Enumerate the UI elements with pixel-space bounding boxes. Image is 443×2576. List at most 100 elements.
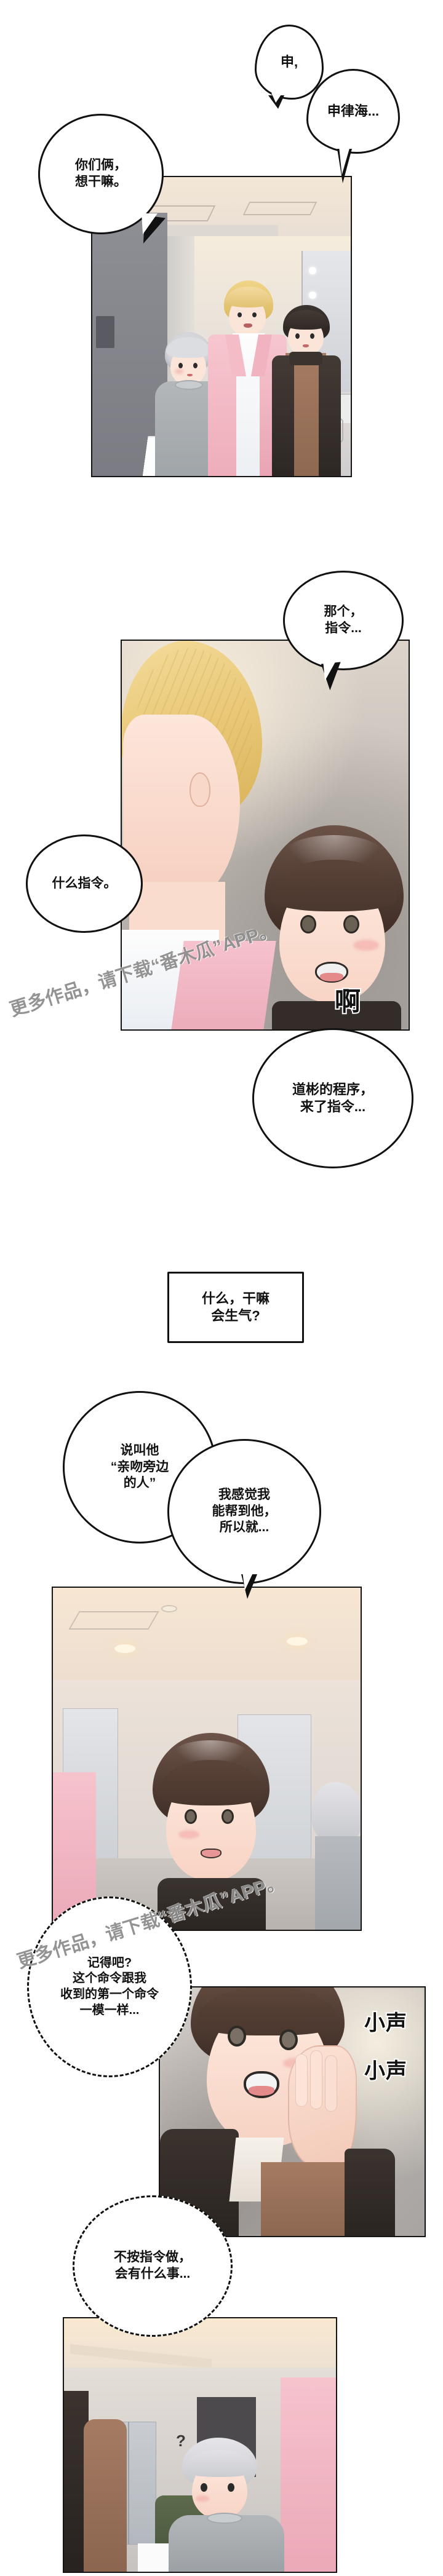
- figure-white-hair-edge: [311, 1782, 361, 1930]
- question-mark-text: ?: [176, 2431, 186, 2450]
- thought-bubble-what-happens: 不按指令做， 会有什么事...: [73, 2195, 233, 2337]
- tongue: [320, 973, 343, 981]
- blond-ear: [190, 772, 210, 807]
- salon-ceiling-light-3: [287, 1637, 308, 1646]
- sfx-whisper-1: 小声: [363, 2006, 408, 2036]
- speech-bubble-what-command-text: 什么指令。: [52, 876, 117, 890]
- face-blond-closeup: [123, 715, 240, 899]
- brownhair-salon-body: [158, 1878, 266, 1930]
- speech-bubble-that-command: 那个， 指令...: [283, 571, 404, 670]
- narration-box-angry-text: 什么，干嘛 会生气?: [201, 1290, 269, 1323]
- speech-bubble-daobin-program-text: 道彬的程序， 来了指令...: [292, 1081, 373, 1114]
- mouth-open-closeup: [315, 962, 348, 983]
- panel-hand-on-cheek: [159, 1986, 426, 2237]
- eye-left-closeup: [300, 915, 316, 933]
- mirror-bulb-1: [309, 267, 316, 274]
- blush-closeup: [353, 940, 379, 951]
- blond-fringe: [225, 287, 272, 307]
- vest-collar: [289, 352, 322, 365]
- white-hair-fringe: [166, 337, 210, 358]
- brown-sleeve-edge: [84, 2419, 127, 2572]
- speech-bubble-you-two-text: 你们俩， 想干嘛。: [75, 158, 127, 189]
- cheek-tongue: [249, 2086, 274, 2096]
- dark-fringe: [284, 310, 329, 330]
- speech-bubble-shen: 申,: [255, 25, 324, 100]
- finger-3: [325, 2055, 337, 2112]
- eye-right-closeup: [343, 915, 359, 933]
- cheek-eye-left: [228, 2026, 246, 2047]
- salon-ceiling-light-2: [114, 1644, 135, 1653]
- speech-bubble-kiss-order-text: 说叫他 “亲吻旁边 的人”: [110, 1443, 169, 1491]
- seated-sweater-collar: [207, 2513, 242, 2524]
- figure-blond-closeup: [122, 641, 276, 1029]
- seated-eye-right: [228, 2483, 234, 2492]
- figure-brownhair-closeup: [262, 825, 409, 1029]
- eye-left: [295, 333, 300, 339]
- question-mark-doodle: ?: [176, 2431, 186, 2451]
- mouth-salon: [201, 1849, 222, 1858]
- eye-right: [310, 333, 314, 339]
- speech-bubble-shenluhai-text: 申律海...: [327, 103, 380, 119]
- panel-whitehair-table: ?: [63, 2317, 337, 2573]
- seated-eye-left: [201, 2483, 207, 2492]
- speech-bubble-that-command-text: 那个， 指令...: [324, 604, 363, 635]
- panel-closeup-two: [121, 640, 410, 1031]
- eye-left-salon: [185, 1809, 197, 1824]
- sfx-whisper-2-text: 小声: [363, 2058, 408, 2084]
- sfx-whisper-2: 小声: [363, 2054, 408, 2084]
- bottom-room: ?: [64, 2318, 336, 2572]
- figure-dark-hair-vest: [271, 305, 342, 476]
- sfx-ah-text: 啊: [333, 986, 362, 1017]
- thought-bubble-what-happens-text: 不按指令做， 会有什么事...: [114, 2250, 191, 2281]
- sweater-collar: [175, 380, 203, 390]
- speech-bubble-shenluhai: 申律海...: [306, 69, 400, 154]
- finger-1: [295, 2054, 308, 2107]
- mouth-open: [244, 323, 252, 328]
- blush-salon: [178, 1830, 199, 1839]
- speech-bubble-help-him-text: 我感觉我 能帮到他， 所以就...: [212, 1487, 277, 1535]
- sfx-ah: 啊: [333, 981, 362, 1018]
- speech-bubble-shen-text: 申,: [280, 54, 298, 69]
- salon-room: [53, 1588, 361, 1930]
- seated-blush: [196, 2495, 209, 2502]
- figure-brown-sleeve-edge: [64, 2391, 129, 2572]
- cheek-eye-right: [279, 2029, 298, 2050]
- salon-ceiling-light-1: [161, 1605, 177, 1612]
- speech-bubble-help-him: 我感觉我 能帮到他， 所以就...: [167, 1439, 321, 1584]
- seated-fringe: [183, 2450, 256, 2477]
- ceiling-panel-line-2: [242, 202, 317, 215]
- thought-bubble-remember-text: 记得吧? 这个命令跟我 收到的第一个命令 一模一样...: [60, 1956, 159, 2017]
- speech-bubble-daobin-program: 道彬的程序， 来了指令...: [252, 1028, 413, 1168]
- eye-right: [193, 363, 198, 368]
- eye-left: [178, 363, 183, 368]
- mouth: [303, 344, 309, 347]
- panel-salon: [52, 1587, 362, 1931]
- mouth: [187, 374, 193, 376]
- white-hair-edge: [311, 1782, 361, 1841]
- figure-pink-edge-bottom: [281, 2377, 336, 2572]
- figure-cheek-closeup: [160, 1987, 395, 2236]
- eye-right-salon: [222, 1809, 234, 1824]
- sfx-whisper-1-text: 小声: [363, 2010, 408, 2036]
- black-vest-right: [319, 355, 341, 476]
- eye-right: [252, 312, 257, 317]
- white-hair-edge-body: [315, 1836, 361, 1930]
- brownhair-dark-collar: [272, 1001, 401, 1029]
- thought-bubble-remember: 记得吧? 这个命令跟我 收到的第一个命令 一模一样...: [27, 1896, 192, 2077]
- column-beam: [167, 225, 278, 236]
- seated-grey-sweater: [169, 2515, 284, 2572]
- eye-left: [237, 312, 242, 317]
- blush: [175, 369, 183, 374]
- panel-office: [91, 176, 352, 477]
- salon-ceiling-panel: [68, 1611, 159, 1630]
- office-room: [92, 177, 351, 476]
- mirror-bulb-2: [309, 291, 316, 299]
- cheek-fringe: [196, 1987, 340, 2035]
- speech-bubble-what-command: 什么指令。: [26, 834, 143, 933]
- speech-bubble-shen-tail: [268, 95, 284, 109]
- finger-2: [310, 2050, 322, 2109]
- figure-brownhair-salon: [146, 1733, 276, 1930]
- left-wall-door: [96, 316, 114, 348]
- black-vest-left: [272, 355, 294, 476]
